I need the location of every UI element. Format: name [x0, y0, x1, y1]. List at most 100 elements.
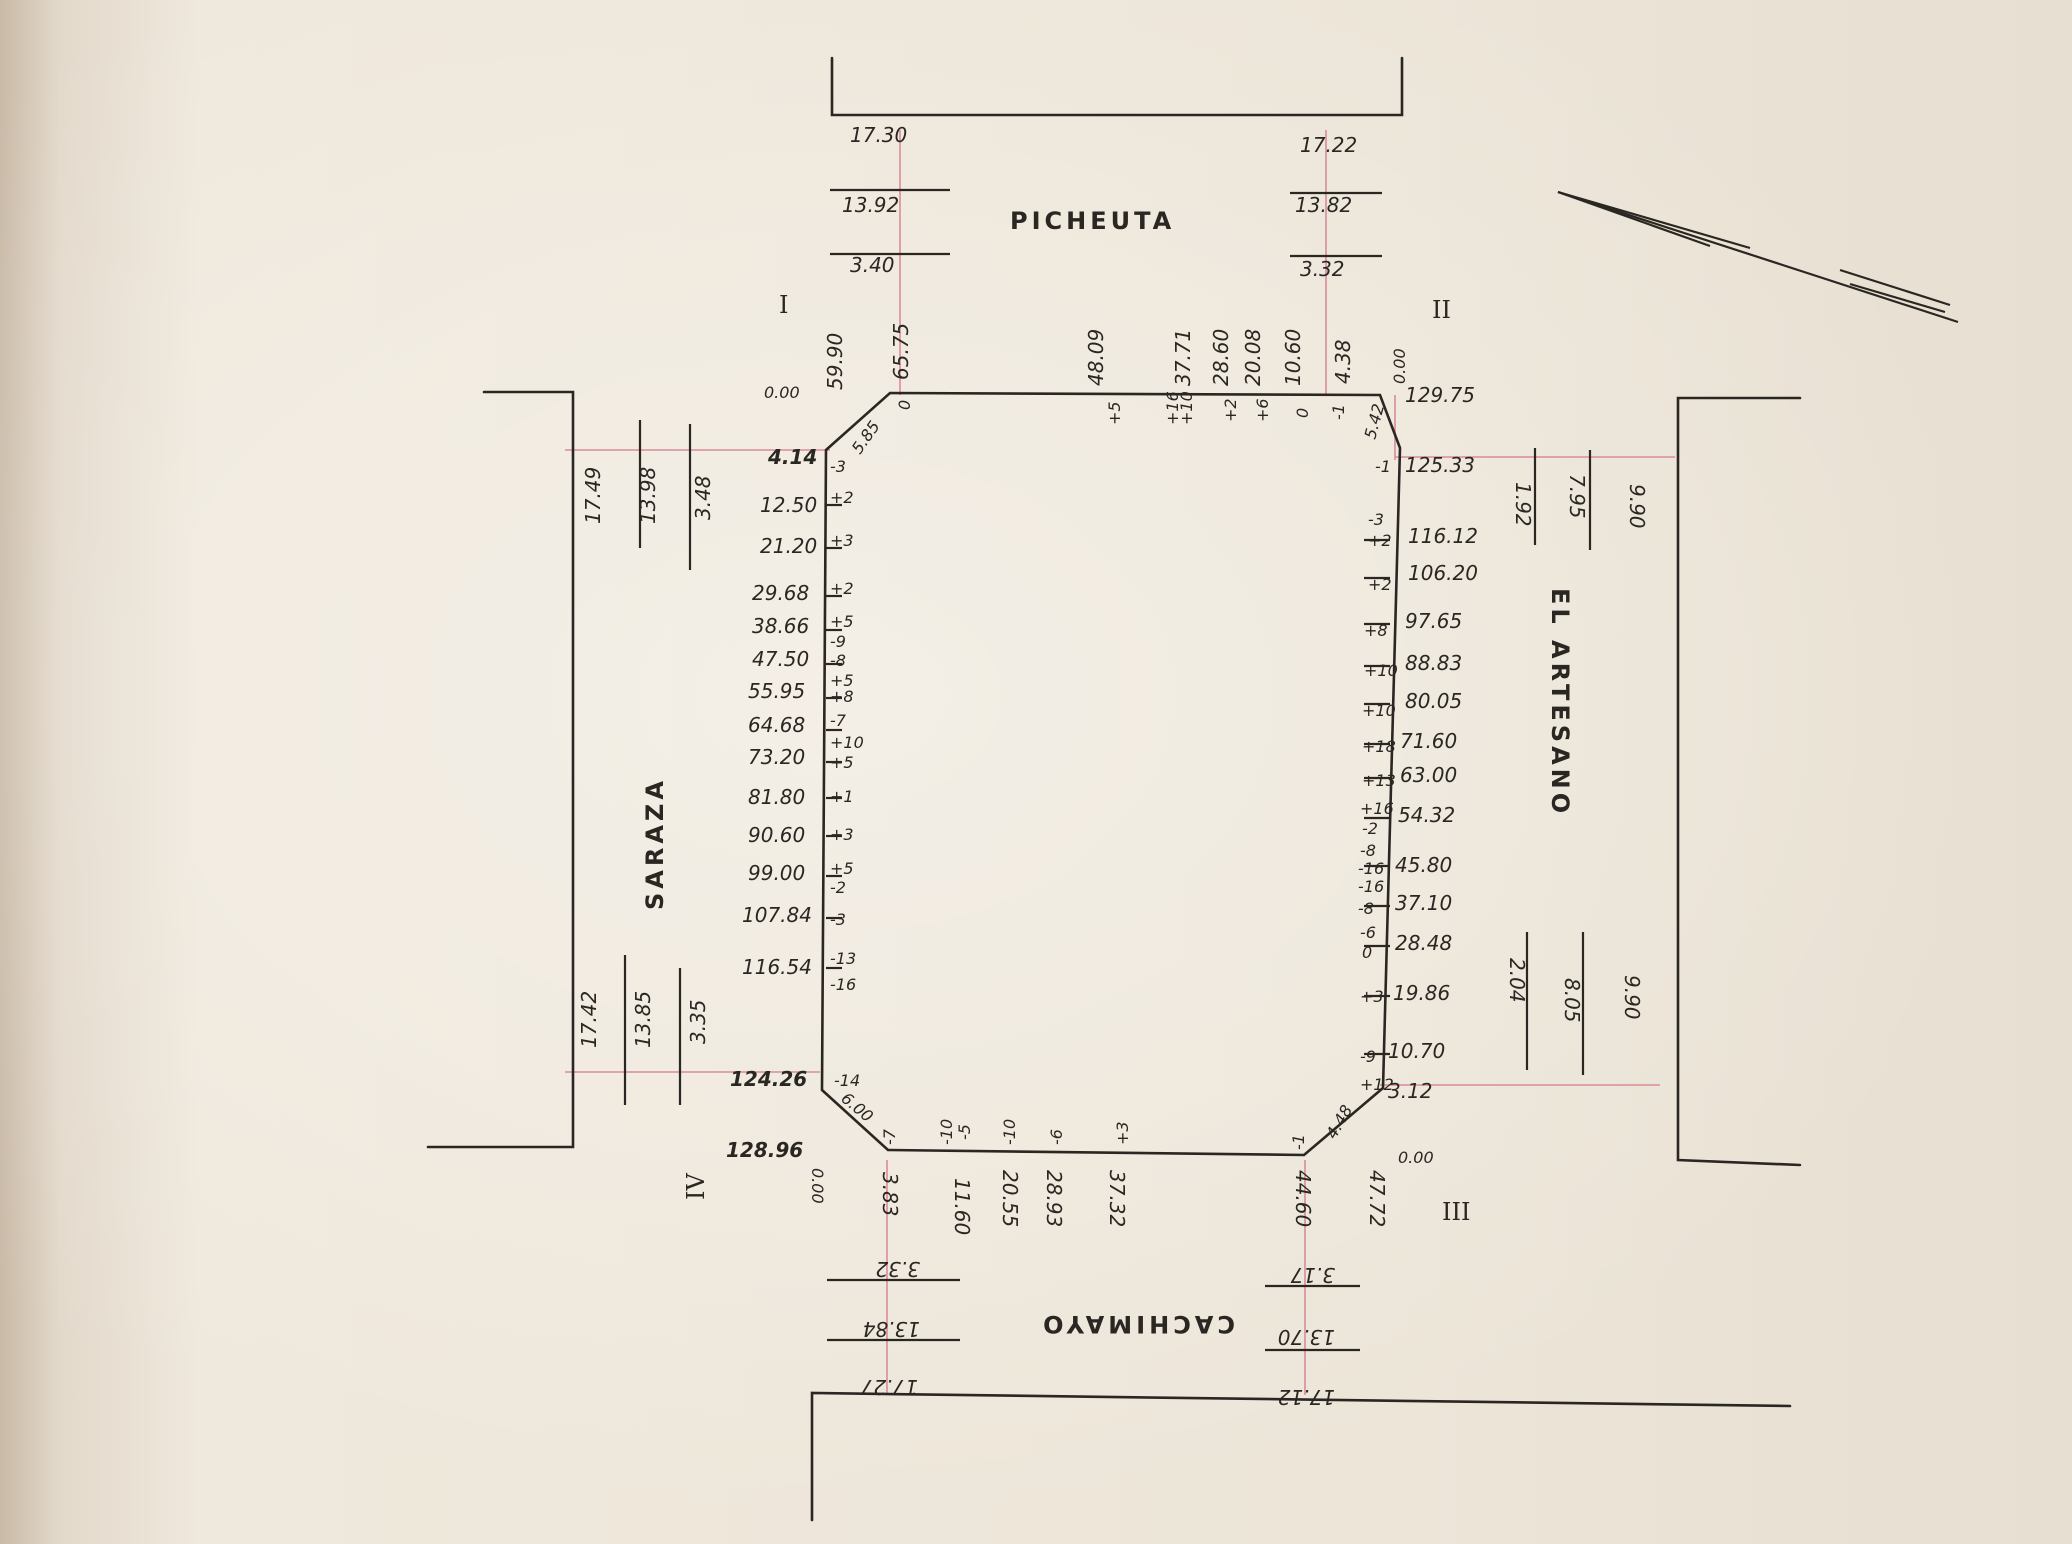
width-label: 9.90 — [1625, 484, 1649, 529]
width-label: 13.98 — [636, 467, 660, 524]
level-label: -9 — [830, 632, 846, 651]
station-label: 37.71 — [1171, 329, 1195, 386]
corner-value: 129.75 — [1405, 383, 1475, 407]
level-label: +2 — [1221, 398, 1240, 422]
level-label: -2 — [1362, 819, 1378, 838]
station-label: 21.20 — [760, 534, 817, 558]
north-arrow — [1557, 190, 1959, 324]
street-name-west: SARAZA — [641, 777, 669, 910]
level-label: -6 — [1047, 1129, 1066, 1145]
level-label: -7 — [880, 1128, 899, 1145]
station-label: 116.12 — [1408, 524, 1478, 548]
width-label: 13.85 — [631, 991, 655, 1048]
station-label: 73.20 — [748, 745, 805, 769]
level-label: -1 — [1289, 1134, 1308, 1150]
station-label: 29.68 — [752, 581, 809, 605]
level-label: +16 — [1360, 799, 1394, 818]
width-label: 17.30 — [850, 123, 907, 147]
level-label: +16 — [1163, 391, 1182, 425]
street-name-east: EL ARTESANO — [1546, 588, 1574, 817]
level-label: -3 — [830, 910, 846, 929]
level-label: 0 — [895, 400, 914, 410]
station-label: 3.83 — [878, 1172, 902, 1217]
station-label: 65.75 — [889, 323, 913, 380]
level-label: +2 — [830, 579, 854, 598]
width-label: 13.92 — [842, 193, 899, 217]
station-label: 0.00 — [764, 383, 800, 402]
level-label: +5 — [830, 859, 854, 878]
level-label: -10 — [1000, 1119, 1019, 1145]
station-label: 55.95 — [748, 679, 805, 703]
station-label: 20.08 — [1241, 329, 1265, 386]
west-street-widths: 17.49 13.98 3.48 17.42 13.85 3.35 — [577, 467, 715, 1048]
level-label: +3 — [830, 825, 854, 844]
station-label: 4.14 — [767, 445, 817, 469]
level-label: -10 — [937, 1119, 956, 1145]
width-label: 17.27 — [860, 1375, 918, 1399]
station-label: 47.50 — [752, 647, 809, 671]
level-label: -5 — [955, 1124, 974, 1140]
corner-label-ne: II — [1432, 296, 1451, 324]
west-edge-levels: -3 +2 +3 +2 +5 -9 -8 +5 +8 -7 +10 +5 +1 … — [830, 457, 864, 1090]
chamfer-label: 5.42 — [1361, 402, 1389, 441]
width-label: 17.12 — [1278, 1385, 1335, 1409]
south-street-widths: 3.32 13.84 17.27 3.17 13.70 17.12 — [860, 1257, 1335, 1409]
width-label: 17.49 — [581, 467, 605, 524]
station-label: 0.00 — [1398, 1148, 1434, 1167]
station-label: 10.70 — [1388, 1039, 1445, 1063]
level-label: +5 — [830, 612, 854, 631]
street-name-south: CACHIMAYO — [1039, 1310, 1235, 1338]
level-label: -16 — [830, 975, 856, 994]
width-label: 1.92 — [1511, 482, 1535, 527]
width-label: 17.22 — [1300, 133, 1357, 157]
station-label: 28.60 — [1209, 329, 1233, 386]
level-label: +10 — [1364, 661, 1398, 680]
level-label: -3 — [830, 457, 846, 476]
corner-label-nw: I — [779, 291, 788, 319]
level-label: -8 — [1360, 841, 1376, 860]
level-label: -16 — [1358, 859, 1384, 878]
level-label: +18 — [1362, 737, 1396, 756]
level-label: -1 — [1375, 457, 1391, 476]
width-label: 3.32 — [875, 1257, 920, 1281]
level-label: -6 — [1360, 923, 1376, 942]
street-name-north: PICHEUTA — [1010, 207, 1175, 235]
corner-label-se: III — [1442, 1198, 1470, 1226]
level-label: -3 — [1368, 510, 1384, 529]
station-label: 28.48 — [1395, 931, 1452, 955]
station-label: 10.60 — [1281, 329, 1305, 386]
level-label: +10 — [1362, 701, 1396, 720]
width-label: 13.82 — [1295, 193, 1352, 217]
station-label: 11.60 — [950, 1178, 974, 1235]
level-label: 0 — [1293, 408, 1312, 418]
width-label: 17.42 — [577, 991, 601, 1048]
edge-tick-marks — [826, 503, 1390, 1056]
level-label: -14 — [834, 1071, 860, 1090]
west-edge-stations: 4.14 12.50 21.20 29.68 38.66 47.50 55.95… — [726, 445, 877, 1162]
station-label: 80.05 — [1405, 689, 1462, 713]
station-label: 47.72 — [1365, 1170, 1389, 1227]
level-label: +10 — [1177, 391, 1196, 425]
station-label: 3.12 — [1388, 1079, 1433, 1103]
station-label: 81.80 — [748, 785, 805, 809]
width-label: 9.90 — [1620, 975, 1644, 1020]
width-label: 8.05 — [1560, 978, 1584, 1023]
station-label: 116.54 — [742, 955, 812, 979]
station-label: 37.32 — [1105, 1170, 1129, 1227]
level-label: +2 — [830, 488, 854, 507]
level-label: 0 — [1362, 943, 1372, 962]
level-label: +5 — [1105, 401, 1124, 425]
level-label: -7 — [830, 711, 847, 730]
level-label: -9 — [1360, 1047, 1376, 1066]
station-label: 48.09 — [1084, 329, 1108, 386]
width-label: 13.70 — [1278, 1325, 1335, 1349]
level-label: +5 — [830, 671, 854, 690]
station-label: 90.60 — [748, 823, 805, 847]
station-label: 12.50 — [760, 493, 817, 517]
station-label: 59.90 — [823, 333, 847, 390]
street-width-ticks — [623, 188, 1592, 1352]
level-label: -2 — [830, 878, 846, 897]
chamfer-label: 4.48 — [1322, 1102, 1356, 1142]
